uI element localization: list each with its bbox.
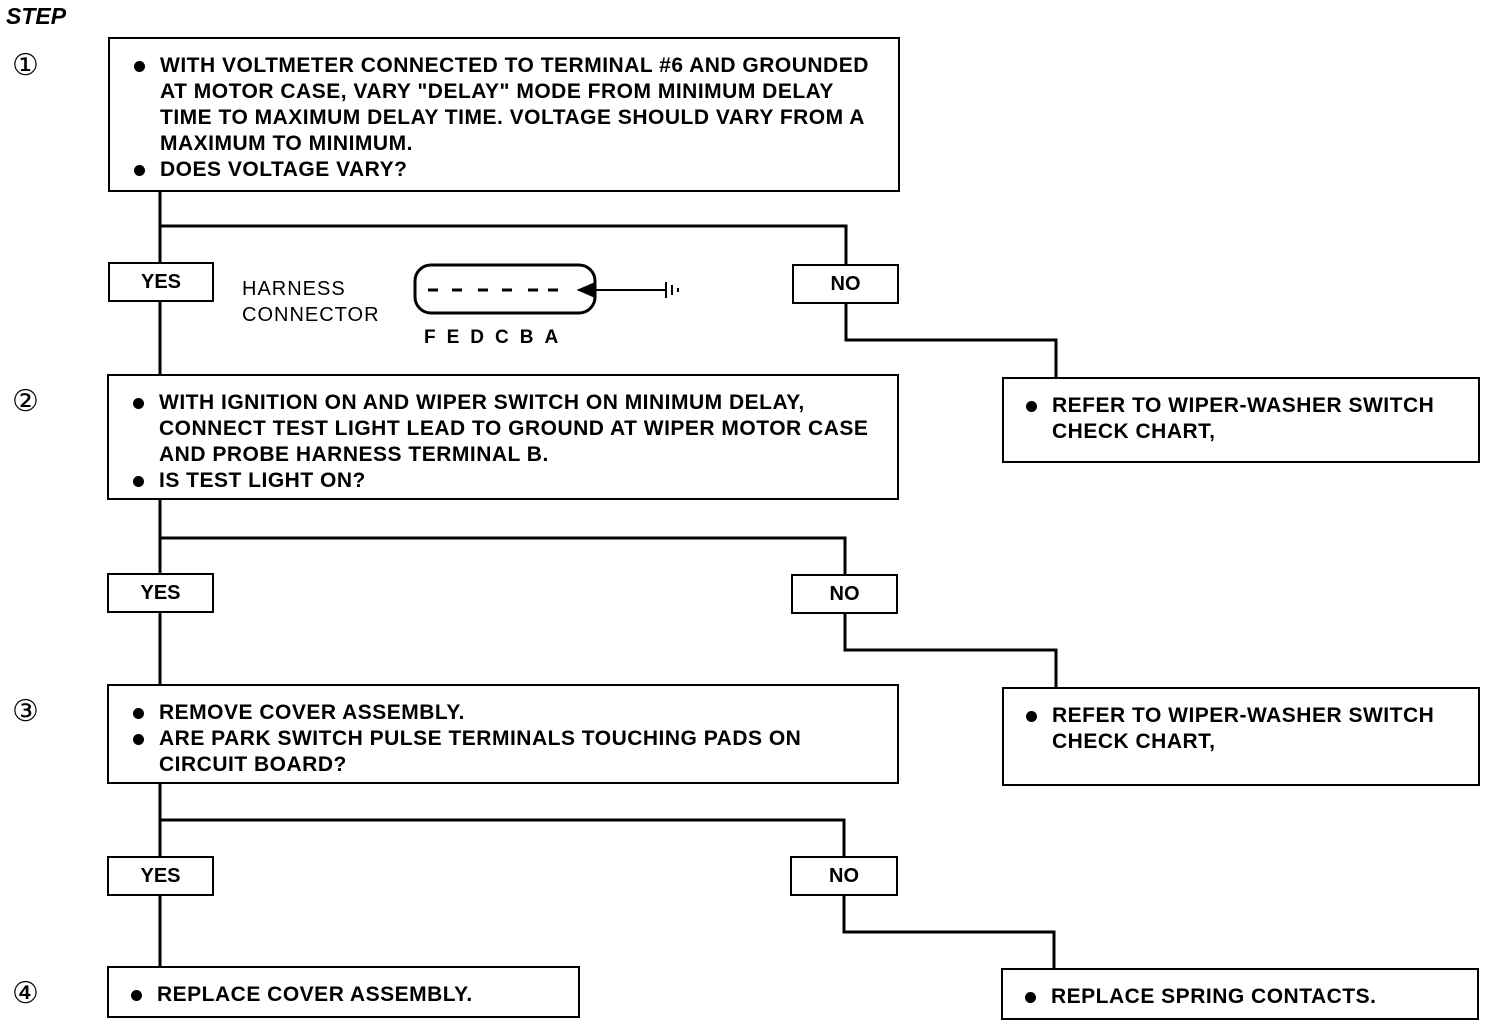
step1-no-action: REFER TO WIPER-WASHER SWITCH CHECK CHART… — [1022, 393, 1460, 445]
step1-box: WITH VOLTMETER CONNECTED TO TERMINAL #6 … — [108, 37, 900, 192]
step3-instruction: REMOVE COVER ASSEMBLY. — [129, 700, 877, 726]
harness-pin-labels: FEDCBA — [424, 327, 570, 348]
step1-question: DOES VOLTAGE VARY? — [130, 157, 878, 183]
harness-label-line2: CONNECTOR — [242, 304, 380, 326]
step4-no-action-box: REPLACE SPRING CONTACTS. — [1001, 968, 1479, 1020]
step4-yes-action: REPLACE COVER ASSEMBLY. — [127, 982, 560, 1008]
step-number-1: ① — [12, 48, 39, 83]
step3-box: REMOVE COVER ASSEMBLY. ARE PARK SWITCH P… — [107, 684, 899, 784]
harness-connector-label: HARNESS CONNECTOR — [242, 276, 380, 328]
step1-instruction: WITH VOLTMETER CONNECTED TO TERMINAL #6 … — [130, 53, 878, 157]
step4-no-action: REPLACE SPRING CONTACTS. — [1021, 984, 1459, 1010]
connector-step2-split — [160, 536, 847, 574]
step2-no-label: NO — [791, 574, 898, 614]
step-number-4: ④ — [12, 976, 39, 1011]
step-header: STEP — [6, 3, 67, 29]
step3-no-label: NO — [790, 856, 898, 896]
step1-no-label: NO — [792, 264, 899, 304]
step2-box: WITH IGNITION ON AND WIPER SWITCH ON MIN… — [107, 374, 899, 500]
step2-instruction: WITH IGNITION ON AND WIPER SWITCH ON MIN… — [129, 390, 877, 468]
connector-step1-split — [160, 224, 848, 264]
connector-step3-no — [842, 894, 1056, 968]
connector-step3-split — [160, 818, 846, 856]
connector-step2-no — [843, 612, 1058, 688]
step2-yes-label: YES — [107, 573, 214, 613]
step4-yes-action-box: REPLACE COVER ASSEMBLY. — [107, 966, 580, 1018]
step-number-3: ③ — [12, 694, 39, 729]
step1-no-action-box: REFER TO WIPER-WASHER SWITCH CHECK CHART… — [1002, 377, 1480, 463]
step1-yes-label: YES — [108, 262, 214, 302]
harness-label-line1: HARNESS — [242, 278, 346, 300]
connector-step1-no — [844, 302, 1058, 378]
step-number-2: ② — [12, 384, 39, 419]
step2-no-action: REFER TO WIPER-WASHER SWITCH CHECK CHART… — [1022, 703, 1460, 755]
step2-no-action-box: REFER TO WIPER-WASHER SWITCH CHECK CHART… — [1002, 687, 1480, 786]
step3-yes-label: YES — [107, 856, 214, 896]
harness-probe-arrow — [576, 282, 595, 298]
step2-question: IS TEST LIGHT ON? — [129, 468, 877, 494]
step3-question: ARE PARK SWITCH PULSE TERMINALS TOUCHING… — [129, 726, 877, 778]
